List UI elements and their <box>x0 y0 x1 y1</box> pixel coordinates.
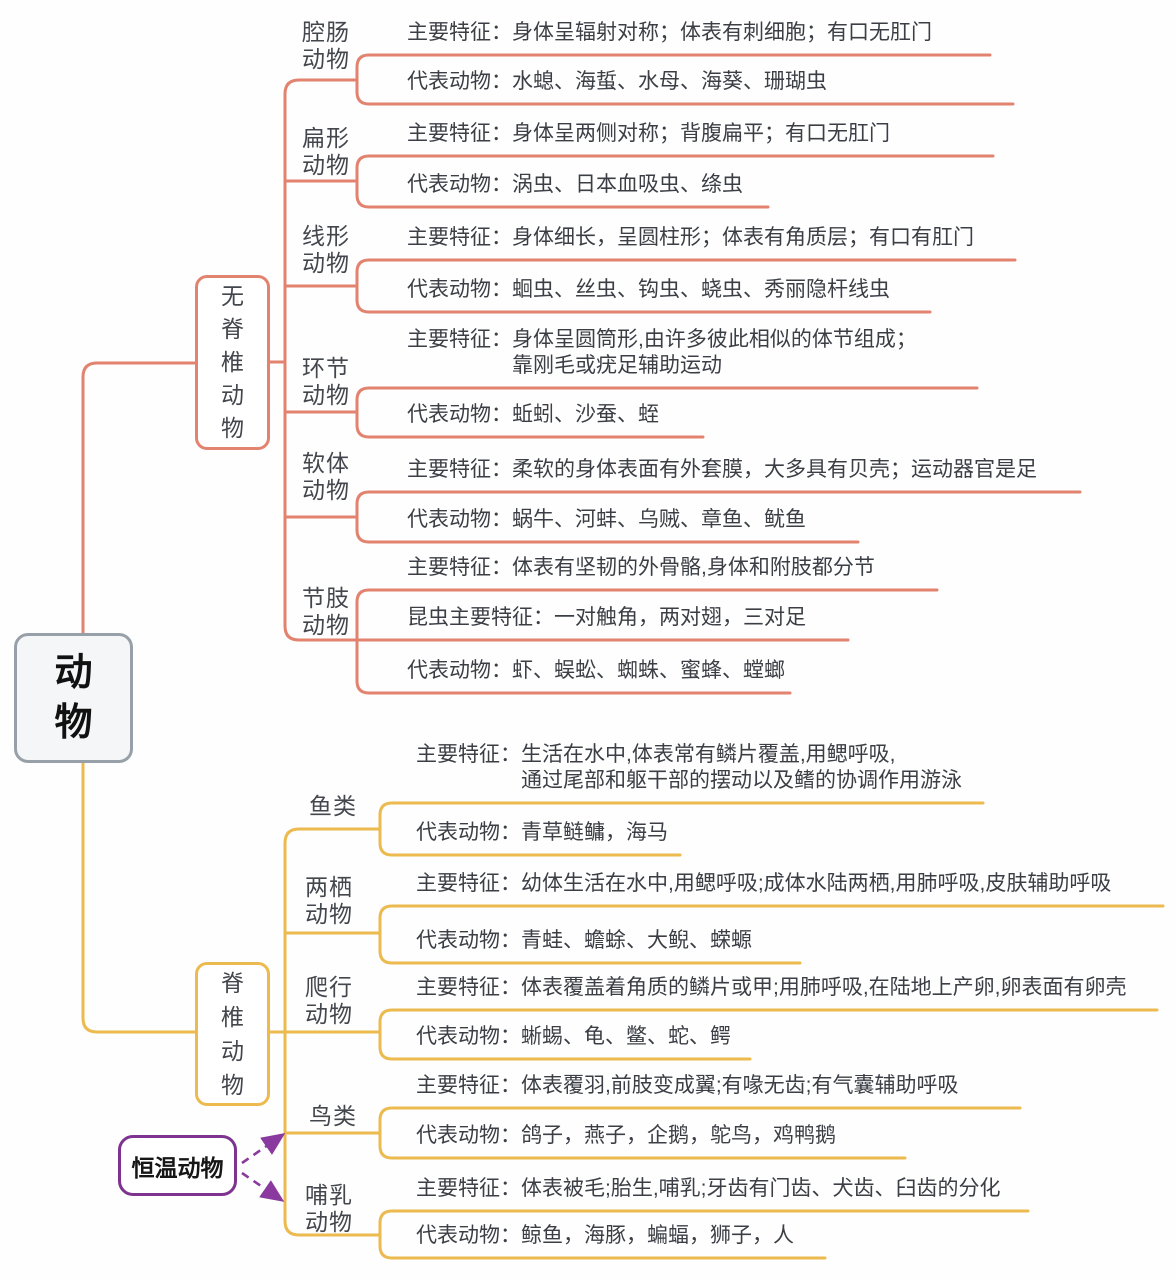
row-label: 主要特征： <box>407 328 512 351</box>
row-label: 主要特征： <box>416 976 521 999</box>
amphibians-features: 主要特征：幼体生活在水中,用鳃呼吸;成体水陆两栖,用肺呼吸,皮肤辅助呼吸 <box>380 871 1163 897</box>
row-text: 蛔虫、丝虫、钩虫、蛲虫、秀丽隐杆线虫 <box>512 278 890 301</box>
row-label: 主要特征： <box>416 1177 521 1200</box>
row-text: 蜥蜴、龟、鳖、蛇、鳄 <box>521 1025 731 1048</box>
class-label-mammals: 哺乳 动物 <box>305 1182 353 1235</box>
row-label: 代表动物： <box>416 821 521 844</box>
row-label: 代表动物： <box>407 403 512 426</box>
birds-features: 主要特征：体表覆羽,前肢变成翼;有喙无齿;有气囊辅助呼吸 <box>380 1073 1020 1099</box>
row-text: 虾、蜈蚣、蜘蛛、蜜蜂、螳螂 <box>512 659 785 682</box>
class-label-annelids: 环节 动物 <box>302 355 350 408</box>
row-label: 代表动物： <box>416 1124 521 1147</box>
mollusks-features: 主要特征：柔软的身体表面有外套膜，大多具有贝壳；运动器官是足 <box>357 457 1080 483</box>
nematodes-features: 主要特征：身体细长，呈圆柱形；体表有角质层；有口有肛门 <box>357 225 1015 251</box>
warm-blooded-node: 恒温动物 <box>118 1135 237 1196</box>
row-label: 代表动物： <box>407 70 512 93</box>
row-label: 主要特征： <box>407 122 512 145</box>
row-text: 身体呈两侧对称；背腹扁平；有口无肛门 <box>512 122 890 145</box>
class-label-amphibians: 两栖 动物 <box>305 874 353 927</box>
row-text: 鲸鱼，海豚，蝙蝠，狮子，人 <box>521 1224 794 1247</box>
row-text: 一对触角，两对翅，三对足 <box>554 606 806 629</box>
root-node-animal: 动 物 <box>14 633 133 763</box>
row-label: 代表动物： <box>416 1025 521 1048</box>
annelids-examples: 代表动物：蚯蚓、沙蚕、蛭 <box>357 402 703 428</box>
row-text: 蚯蚓、沙蚕、蛭 <box>512 403 659 426</box>
class-label-birds: 鸟类 <box>309 1103 357 1129</box>
fish-features: 主要特征：生活在水中,体表常有鳞片覆盖,用鳃呼吸, 通过尾部和躯干部的摆动以及鳍… <box>380 742 983 794</box>
row-text: 鸽子，燕子，企鹅，鸵鸟，鸡鸭鹅 <box>521 1124 836 1147</box>
class-label-mollusks: 软体 动物 <box>302 450 350 503</box>
flatworms-examples: 代表动物：涡虫、日本血吸虫、绦虫 <box>357 172 768 198</box>
class-label-nematodes: 线形 动物 <box>302 223 350 276</box>
arrow-to-birds <box>241 1133 286 1165</box>
row-text: 身体细长，呈圆柱形；体表有角质层；有口有肛门 <box>512 226 974 249</box>
row-text: 体表有坚韧的外骨骼,身体和附肢都分节 <box>512 556 875 579</box>
class-label-arthropods: 节肢 动物 <box>302 585 350 638</box>
row-label: 代表动物： <box>407 278 512 301</box>
row-text: 青蛙、蟾蜍、大鲵、蝾螈 <box>521 929 752 952</box>
row-label: 代表动物： <box>416 1224 521 1247</box>
row-text: 生活在水中,体表常有鳞片覆盖,用鳃呼吸, 通过尾部和躯干部的摆动以及鳍的协调作用… <box>521 743 962 792</box>
row-text: 身体呈圆筒形,由许多彼此相似的体节组成； 靠刚毛或疣足辅助运动 <box>512 328 917 377</box>
reptiles-features: 主要特征：体表覆盖着角质的鳞片或甲;用肺呼吸,在陆地上产卵,卵表面有卵壳 <box>380 975 1157 1001</box>
arrow-to-mammals <box>241 1171 285 1202</box>
row-text: 涡虫、日本血吸虫、绦虫 <box>512 173 743 196</box>
row-label: 代表动物： <box>416 929 521 952</box>
branch-node-invertebrates: 无 脊 椎 动 物 <box>195 275 270 450</box>
mammals-features: 主要特征：体表被毛;胎生,哺乳;牙齿有门齿、犬齿、臼齿的分化 <box>380 1176 1028 1202</box>
row-text: 体表被毛;胎生,哺乳;牙齿有门齿、犬齿、臼齿的分化 <box>521 1177 1001 1200</box>
row-label: 主要特征： <box>407 458 512 481</box>
row-label: 主要特征： <box>407 21 512 44</box>
vertebrate-branch-lines <box>81 760 1165 1260</box>
invertebrate-branch-lines <box>81 53 1082 695</box>
row-text: 水螅、海蜇、水母、海葵、珊瑚虫 <box>512 70 827 93</box>
arthropods-features: 主要特征：体表有坚韧的外骨骼,身体和附肢都分节 <box>357 555 937 581</box>
row-label: 主要特征： <box>416 872 521 895</box>
class-label-flatworms: 扁形 动物 <box>302 125 350 178</box>
row-label: 昆虫主要特征： <box>407 606 554 629</box>
row-label: 主要特征： <box>407 226 512 249</box>
coelenterates-features: 主要特征：身体呈辐射对称；体表有刺细胞；有口无肛门 <box>357 20 990 46</box>
warm-blooded-arrows <box>241 1133 286 1202</box>
mammals-examples: 代表动物：鲸鱼，海豚，蝙蝠，狮子，人 <box>380 1223 825 1249</box>
row-text: 体表覆盖着角质的鳞片或甲;用肺呼吸,在陆地上产卵,卵表面有卵壳 <box>521 976 1127 999</box>
class-label-fish: 鱼类 <box>309 793 357 819</box>
class-label-coelenterates: 腔肠 动物 <box>302 19 350 72</box>
birds-examples: 代表动物：鸽子，燕子，企鹅，鸵鸟，鸡鸭鹅 <box>380 1123 905 1149</box>
row-label: 主要特征： <box>407 556 512 579</box>
flatworms-features: 主要特征：身体呈两侧对称；背腹扁平；有口无肛门 <box>357 121 993 147</box>
branch-node-vertebrates: 脊 椎 动 物 <box>195 962 270 1106</box>
arthropods-insect-features: 昆虫主要特征：一对触角，两对翅，三对足 <box>357 605 848 631</box>
amphibians-examples: 代表动物：青蛙、蟾蜍、大鲵、蝾螈 <box>380 928 800 954</box>
row-label: 代表动物： <box>407 508 512 531</box>
row-label: 代表动物： <box>407 173 512 196</box>
mollusks-examples: 代表动物：蜗牛、河蚌、乌贼、章鱼、鱿鱼 <box>357 507 858 533</box>
row-label: 主要特征： <box>416 1074 521 1097</box>
reptiles-examples: 代表动物：蜥蜴、龟、鳖、蛇、鳄 <box>380 1024 750 1050</box>
nematodes-examples: 代表动物：蛔虫、丝虫、钩虫、蛲虫、秀丽隐杆线虫 <box>357 277 930 303</box>
arthropods-examples: 代表动物：虾、蜈蚣、蜘蛛、蜜蜂、螳螂 <box>357 658 790 684</box>
row-label: 主要特征： <box>416 743 521 766</box>
row-text: 身体呈辐射对称；体表有刺细胞；有口无肛门 <box>512 21 932 44</box>
row-text: 柔软的身体表面有外套膜，大多具有贝壳；运动器官是足 <box>512 458 1037 481</box>
row-text: 青草鲢鳙，海马 <box>521 821 668 844</box>
annelids-features: 主要特征：身体呈圆筒形,由许多彼此相似的体节组成； 靠刚毛或疣足辅助运动 <box>357 327 977 379</box>
coelenterates-examples: 代表动物：水螅、海蜇、水母、海葵、珊瑚虫 <box>357 69 1013 95</box>
row-text: 幼体生活在水中,用鳃呼吸;成体水陆两栖,用肺呼吸,皮肤辅助呼吸 <box>521 872 1112 895</box>
row-text: 蜗牛、河蚌、乌贼、章鱼、鱿鱼 <box>512 508 806 531</box>
fish-examples: 代表动物：青草鲢鳙，海马 <box>380 820 680 846</box>
class-label-reptiles: 爬行 动物 <box>305 974 353 1027</box>
row-label: 代表动物： <box>407 659 512 682</box>
row-text: 体表覆羽,前肢变成翼;有喙无齿;有气囊辅助呼吸 <box>521 1074 959 1097</box>
